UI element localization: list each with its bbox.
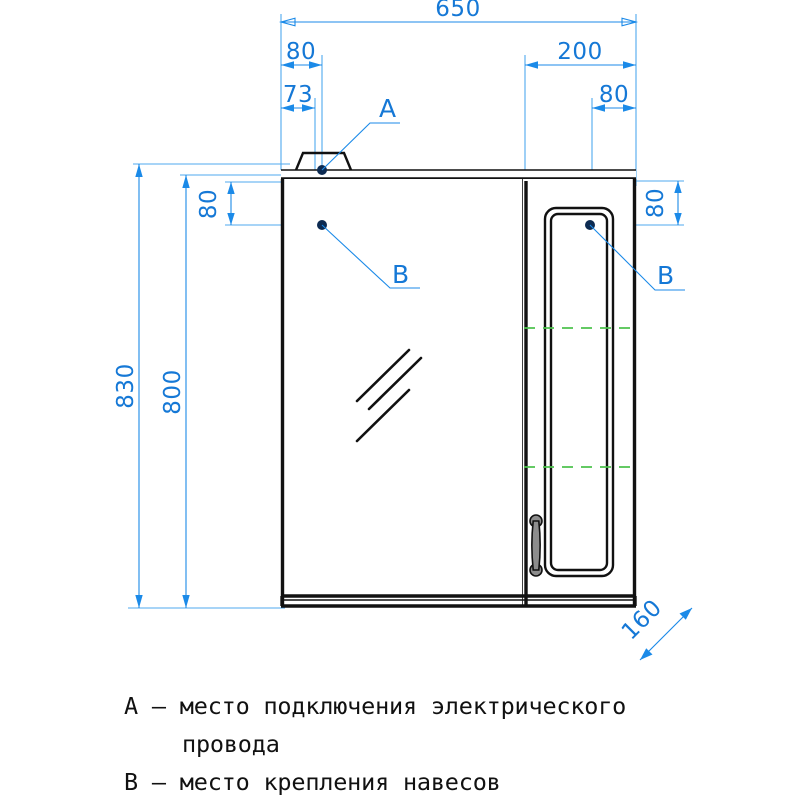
dim-80-right-inner-label: 80 [599,82,629,108]
dimension-right-offset-inner: 80 [592,82,636,112]
dimension-body-height: 800 [160,175,190,608]
legend-line-b-1: B – место крепления навесов [124,768,501,796]
dimension-overall-height: 830 [113,164,143,608]
callout-a: A [317,94,400,175]
dim-80-left-outer-label: 80 [286,39,316,65]
callout-b-left-label: B [392,260,409,289]
legend-line-a-2: провода [182,730,280,758]
light-fixture-icon [294,151,353,171]
cabinet-door-panel[interactable] [543,206,615,578]
mirror-glint-icon [355,348,423,443]
dimension-left-offset-inner: 73 [281,82,315,112]
dim-73-label: 73 [283,82,313,108]
dimension-right-offset-outer: 200 [525,39,636,69]
dimension-overall-width: 650 [278,0,639,27]
dim-80-right-vertical-label: 80 [643,188,669,218]
door-handle-icon[interactable] [529,514,543,577]
dim-200-label: 200 [557,39,602,65]
legend-line-a-1: A – место подключения электрического [124,692,626,720]
callout-a-label: A [379,94,396,123]
callout-b-right: B [585,220,685,291]
callout-b-right-label: B [657,261,674,290]
dim-800-label: 800 [160,369,186,414]
dimension-right-vertical-offset: 80 [643,181,682,225]
callout-b-left: B [317,220,420,289]
cabinet-body [280,151,637,608]
dim-650-label: 650 [435,0,480,22]
legend: A – место подключения электрического про… [124,692,626,796]
dimension-left-offset-outer: 80 [281,39,322,69]
dimension-left-vertical-offset: 80 [196,182,235,225]
dim-80-left-vertical-label: 80 [196,189,222,219]
dim-830-label: 830 [113,363,139,408]
